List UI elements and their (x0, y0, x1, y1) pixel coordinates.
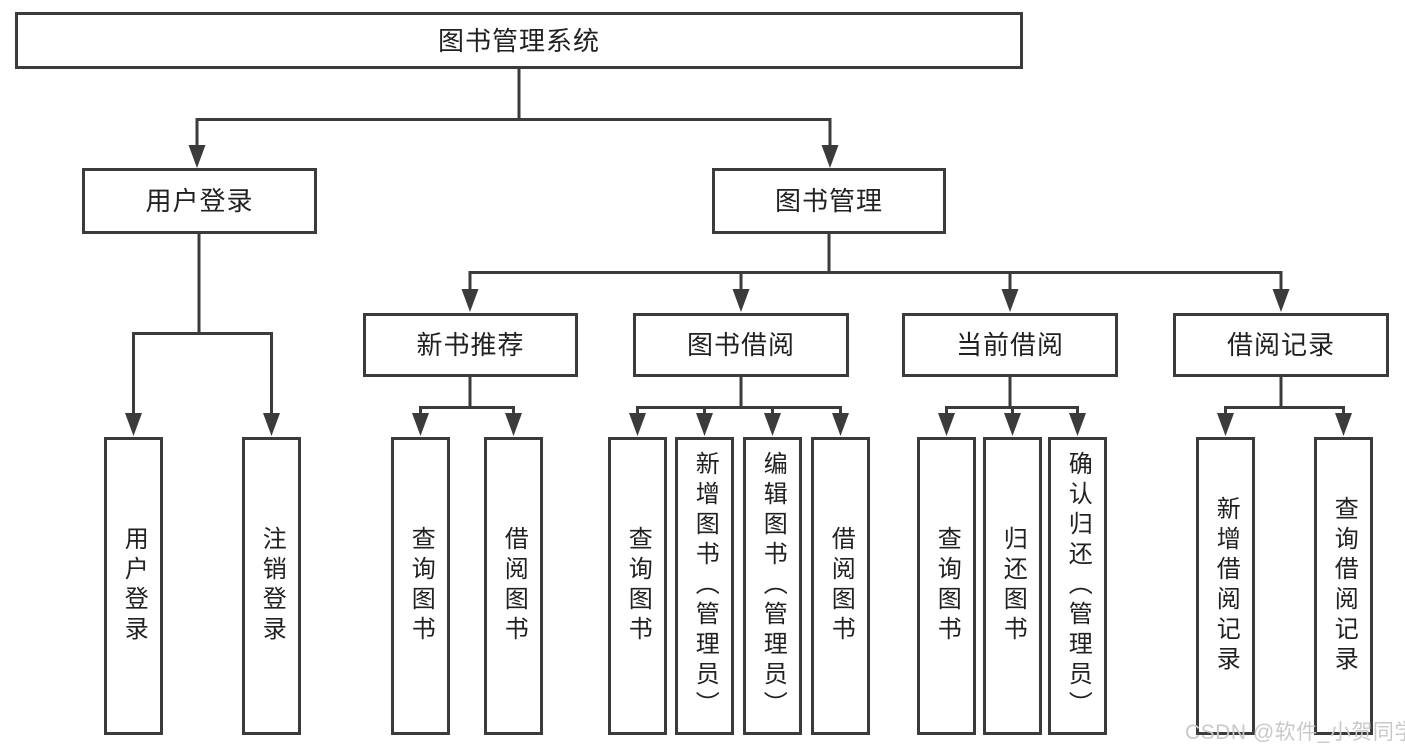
leaf-query-books-recommend: 查询图书 (391, 437, 450, 735)
node-label: 借阅记录 (1226, 330, 1335, 360)
node-label: 查询借阅记录 (1330, 496, 1358, 676)
node-label: 借阅图书 (827, 526, 855, 646)
csdn-watermark: CSDN @软件_小贺同学 (1185, 721, 1405, 744)
leaf-logout: 注销登录 (242, 437, 301, 735)
leaf-user-login: 用户登录 (104, 437, 163, 735)
leaf-borrow-books: 借阅图书 (811, 437, 870, 735)
node-label: 编辑图书（管理员） (759, 451, 787, 721)
node-new-book-recommend: 新书推荐 (363, 313, 578, 377)
node-borrow-record: 借阅记录 (1173, 313, 1389, 377)
node-book-management: 图书管理 (712, 168, 946, 234)
node-label: 归还图书 (999, 526, 1027, 646)
leaf-return-books: 归还图书 (983, 437, 1042, 735)
node-label: 新增图书（管理员） (691, 451, 719, 721)
node-book-borrow: 图书借阅 (633, 313, 849, 377)
leaf-edit-books-admin: 编辑图书（管理员） (743, 437, 802, 735)
leaf-query-books-current: 查询图书 (917, 437, 976, 735)
leaf-query-borrow-record: 查询借阅记录 (1314, 437, 1373, 735)
leaf-query-books-borrow: 查询图书 (608, 437, 667, 735)
node-user-login: 用户登录 (82, 168, 317, 234)
node-current-borrow: 当前借阅 (902, 313, 1118, 377)
node-label: 确认归还（管理员） (1064, 451, 1092, 721)
node-library-management-system: 图书管理系统 (15, 12, 1023, 69)
node-label: 图书借阅 (686, 330, 795, 360)
node-label: 注销登录 (258, 526, 286, 646)
node-label: 当前借阅 (955, 330, 1064, 360)
node-label: 查询图书 (933, 526, 961, 646)
leaf-add-borrow-record: 新增借阅记录 (1196, 437, 1255, 735)
node-label: 新书推荐 (416, 330, 525, 360)
leaf-confirm-return-admin: 确认归还（管理员） (1048, 437, 1107, 735)
leaf-add-books-admin: 新增图书（管理员） (675, 437, 734, 735)
leaf-borrow-books-recommend: 借阅图书 (484, 437, 543, 735)
node-label: 查询图书 (624, 526, 652, 646)
node-label: 图书管理系统 (437, 25, 600, 56)
node-label: 图书管理 (774, 186, 883, 216)
node-label: 查询图书 (407, 526, 435, 646)
node-label: 借阅图书 (500, 526, 528, 646)
node-label: 新增借阅记录 (1212, 496, 1240, 676)
node-label: 用户登录 (145, 186, 254, 216)
node-label: 用户登录 (120, 526, 148, 646)
